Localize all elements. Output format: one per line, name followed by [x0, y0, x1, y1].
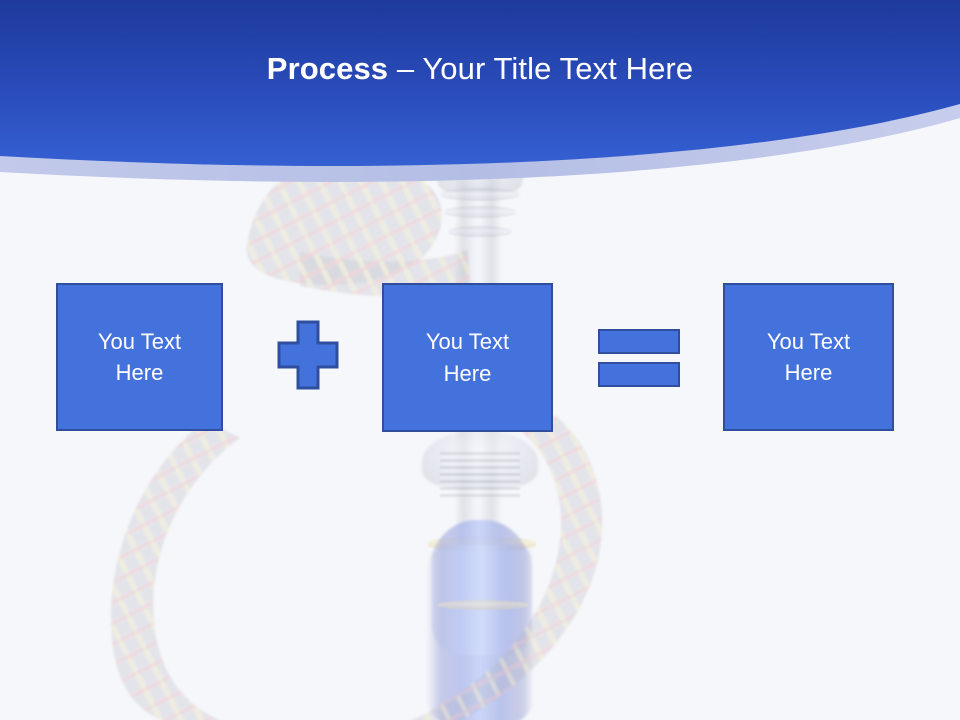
process-box-3-line1: You Text — [766, 328, 851, 354]
process-box-1[interactable]: You Text Here — [56, 283, 223, 431]
title-bold-part: Process — [266, 51, 389, 86]
title-light-part: Your Title Text Here — [422, 51, 694, 86]
process-box-1-text: You Text Here — [98, 326, 181, 388]
process-box-2[interactable]: You Text Here — [382, 283, 553, 432]
process-box-1-line1: You Text — [97, 328, 182, 354]
process-box-2-text: You Text Here — [426, 326, 509, 388]
plus-icon — [277, 320, 339, 390]
process-box-1-line2: Here — [115, 360, 164, 385]
process-box-2-line1: You Text — [425, 329, 510, 355]
process-box-2-line2: Here — [443, 360, 492, 386]
page-title: Process – Your Title Text Here — [0, 51, 960, 87]
process-box-3-line2: Here — [784, 360, 833, 385]
title-separator: – — [388, 51, 423, 86]
equals-bar-bottom — [598, 362, 680, 387]
equals-bar-top — [598, 329, 680, 354]
equals-icon — [598, 329, 680, 387]
process-box-3[interactable]: You Text Here — [723, 283, 894, 431]
process-box-3-text: You Text Here — [767, 326, 850, 388]
